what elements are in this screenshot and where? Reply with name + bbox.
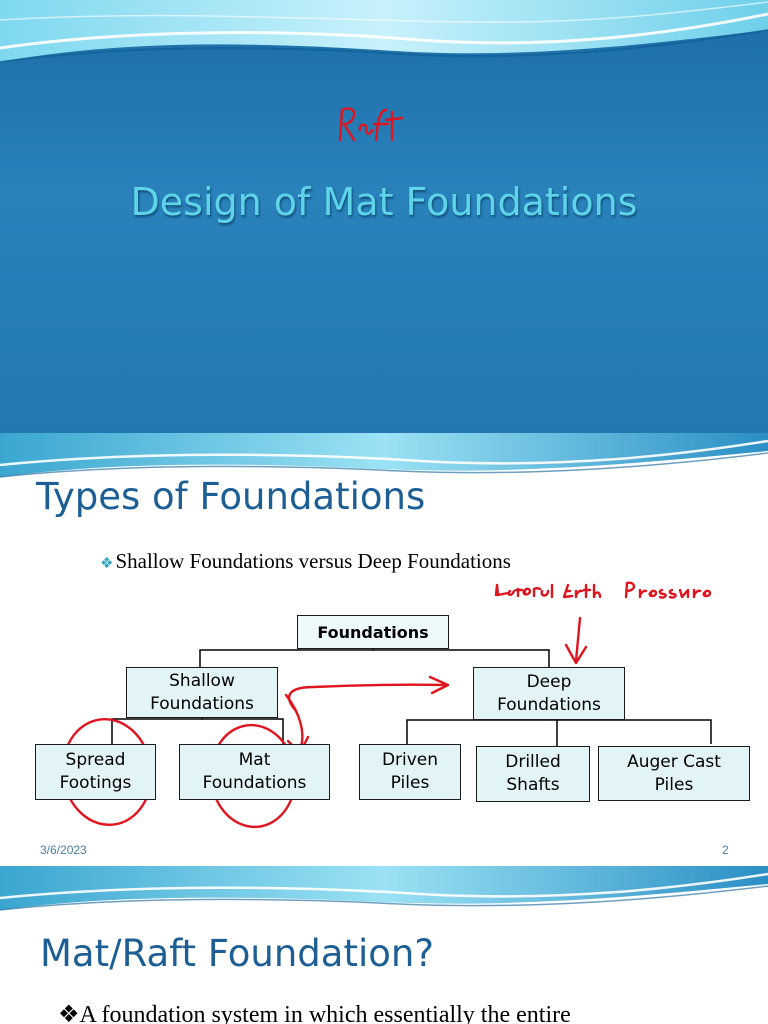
bullet-label: Shallow Foundations versus Deep Foundati… [115, 549, 511, 573]
tree-connectors [111, 648, 712, 746]
drilled-shafts-box: Drilled Shafts [476, 746, 590, 802]
wave-header-decoration [0, 0, 768, 63]
arrow-shallow-to-deep [288, 675, 450, 713]
slide-date: 3/6/2023 [40, 843, 87, 857]
slide-title: Design of Mat Foundations [130, 180, 638, 224]
bullet-text: ❖Shallow Foundations versus Deep Foundat… [100, 549, 511, 574]
slide-number: 2 [722, 843, 729, 857]
bullet-label: A foundation system in which essentially… [79, 1002, 571, 1024]
types-slide: Types of Foundations ❖Shallow Foundation… [0, 433, 768, 866]
wave-header-decoration [0, 866, 768, 911]
spread-footings-box: Spread Footings [35, 744, 156, 800]
foundations-root-box: Foundations [297, 615, 449, 649]
deep-foundations-box: Deep Foundations [473, 667, 625, 720]
driven-piles-box: Driven Piles [359, 744, 461, 800]
title-slide: Design of Mat Foundations [0, 0, 768, 433]
slide-title: Types of Foundations [36, 475, 426, 518]
auger-cast-piles-box: Auger Cast Piles [598, 746, 750, 801]
shallow-foundations-box: Shallow Foundations [126, 667, 278, 718]
foundation-tree-diagram [61, 581, 712, 829]
lateral-earth-pressure-annotation [494, 581, 712, 599]
diamond-bullet-icon: ❖ [58, 1002, 80, 1024]
slide-title: Mat/Raft Foundation? [40, 932, 434, 975]
mat-raft-slide: Mat/Raft Foundation? ❖A foundation syste… [0, 866, 768, 1024]
raft-handwritten-annotation [338, 107, 404, 142]
wave-header-decoration [0, 433, 768, 478]
diamond-bullet-icon: ❖ [100, 556, 114, 572]
bullet-text: ❖A foundation system in which essentiall… [58, 1000, 571, 1024]
arrow-to-deep-foundations [564, 616, 588, 665]
mat-foundations-box: Mat Foundations [179, 744, 330, 800]
